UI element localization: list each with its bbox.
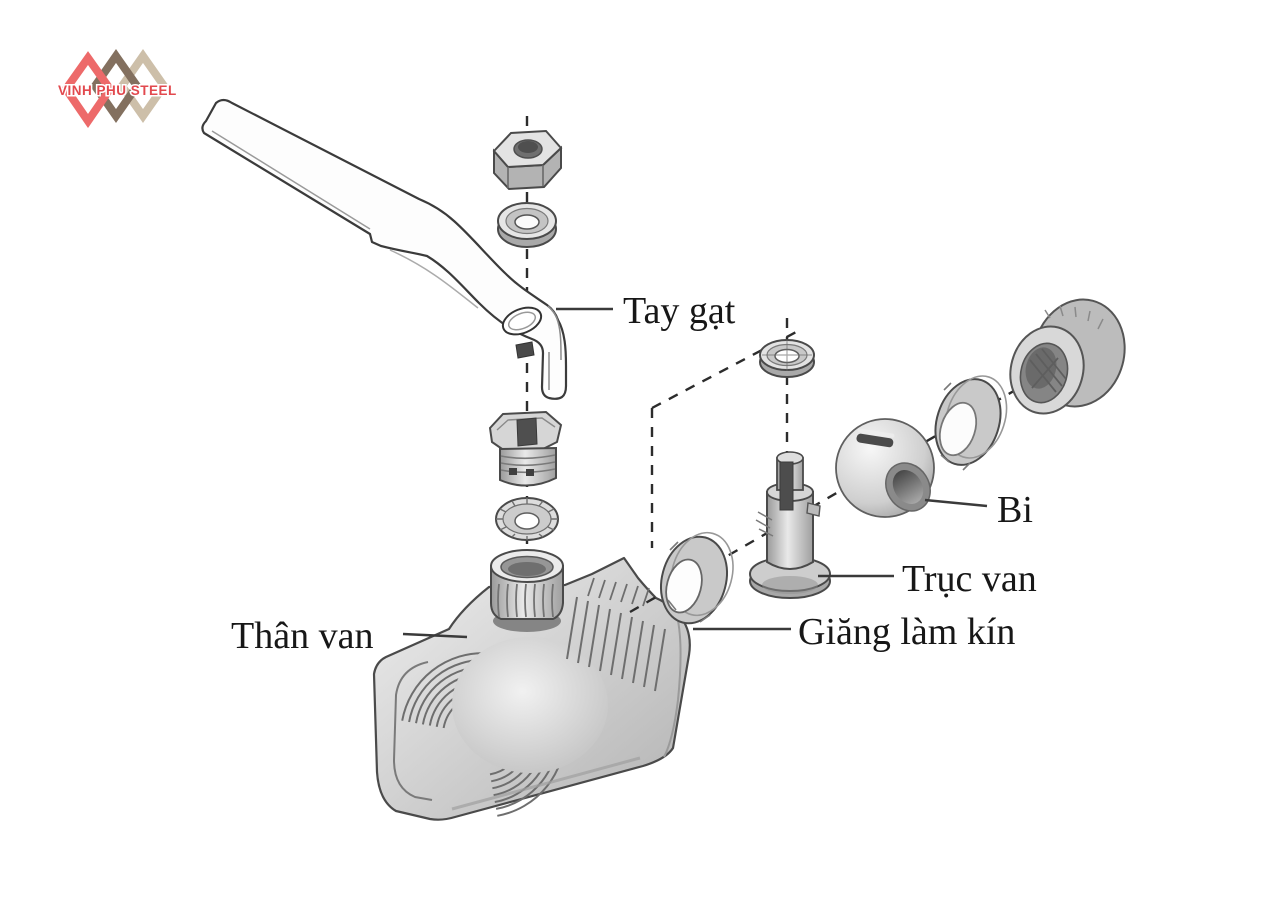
logo-diamonds (61, 49, 169, 129)
valve-body-part (372, 549, 691, 821)
end-cap-knurl (1044, 305, 1104, 330)
stem-washer-part (759, 339, 815, 378)
label-handle: Tay gạt (623, 290, 736, 332)
label-stem: Trục van (902, 558, 1037, 600)
valve-stem-part (749, 451, 831, 599)
end-cap-threads (1029, 348, 1067, 393)
label-ball: Bi (997, 489, 1033, 531)
handle-washer-part (497, 202, 557, 248)
leader-line-ball (924, 498, 988, 508)
right-bore-threads (566, 577, 666, 692)
ball-slot (856, 428, 895, 448)
ball-bore-hole (885, 462, 931, 512)
logo-diamond-red (61, 51, 115, 129)
leader-lines (402, 307, 988, 639)
washer-serrations (496, 498, 558, 540)
hex-nut-part (492, 129, 563, 191)
label-seal: Giăng làm kín (798, 611, 1015, 653)
packing-gland-part (488, 410, 563, 487)
ball-part (835, 418, 935, 518)
body-top-port (490, 549, 564, 620)
seat-ring-part (934, 375, 1008, 471)
packing-washer-part (495, 497, 559, 541)
end-cap-part (1009, 298, 1126, 415)
logo: VINH PHU STEEL (57, 49, 178, 129)
logo-text: VINH PHU STEEL (58, 83, 177, 98)
assembly-axis-lines (525, 116, 801, 562)
handle-part (201, 98, 568, 400)
label-body: Thân van (231, 615, 373, 657)
handle-stem-hole (501, 306, 543, 336)
leader-line-body (402, 632, 468, 639)
seal-ring-part (660, 531, 734, 625)
